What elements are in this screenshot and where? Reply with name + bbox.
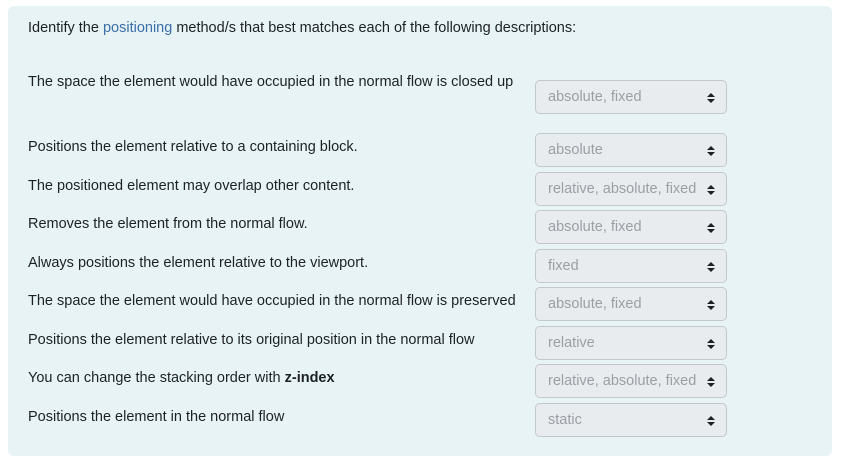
answer-select[interactable]: absolute, fixed bbox=[535, 210, 727, 244]
row-description: Always positions the element relative to… bbox=[28, 255, 369, 271]
row-description: You can change the stacking order with z… bbox=[28, 370, 335, 386]
row-description: Removes the element from the normal flow… bbox=[28, 216, 308, 232]
answer-select[interactable]: relative bbox=[535, 326, 727, 360]
question-prompt: Identify the positioning method/s that b… bbox=[28, 20, 576, 36]
select-value: relative, absolute, fixed bbox=[548, 373, 697, 389]
select-value: relative, absolute, fixed bbox=[548, 181, 697, 197]
row-description: Positions the element relative to its or… bbox=[28, 332, 475, 348]
select-value: absolute, fixed bbox=[548, 219, 642, 235]
select-value: relative bbox=[548, 335, 595, 351]
answer-select[interactable]: relative, absolute, fixed bbox=[535, 172, 727, 206]
select-value: absolute, fixed bbox=[548, 296, 642, 312]
up-down-caret-icon bbox=[707, 377, 715, 387]
up-down-caret-icon bbox=[707, 185, 715, 195]
up-down-caret-icon bbox=[707, 300, 715, 310]
select-value: static bbox=[548, 412, 582, 428]
row-description: The space the element would have occupie… bbox=[28, 74, 514, 90]
row-description: The space the element would have occupie… bbox=[28, 293, 516, 309]
question-panel: Identify the positioning method/s that b… bbox=[8, 6, 832, 456]
row-description: Positions the element in the normal flow bbox=[28, 409, 285, 425]
up-down-caret-icon bbox=[707, 223, 715, 233]
positioning-link: positioning bbox=[102, 20, 173, 36]
up-down-caret-icon bbox=[707, 262, 715, 272]
answer-select[interactable]: absolute, fixed bbox=[535, 287, 727, 321]
answer-select[interactable]: absolute, fixed bbox=[535, 80, 727, 114]
question-suffix: method/s that best matches each of the f… bbox=[172, 20, 577, 36]
answer-select[interactable]: static bbox=[535, 403, 727, 437]
row-description-text: You can change the stacking order with bbox=[28, 370, 285, 386]
up-down-caret-icon bbox=[707, 93, 715, 103]
select-value: absolute, fixed bbox=[548, 89, 642, 105]
question-prefix: Identify the bbox=[28, 20, 103, 36]
up-down-caret-icon bbox=[707, 339, 715, 349]
answer-select[interactable]: absolute bbox=[535, 133, 727, 167]
row-description: Positions the element relative to a cont… bbox=[28, 139, 358, 155]
answer-select[interactable]: fixed bbox=[535, 249, 727, 283]
answer-select[interactable]: relative, absolute, fixed bbox=[535, 364, 727, 398]
z-index-keyword: z-index bbox=[284, 370, 335, 386]
up-down-caret-icon bbox=[707, 146, 715, 156]
row-description: The positioned element may overlap other… bbox=[28, 178, 355, 194]
up-down-caret-icon bbox=[707, 416, 715, 426]
select-value: fixed bbox=[548, 258, 579, 274]
select-value: absolute bbox=[548, 142, 603, 158]
